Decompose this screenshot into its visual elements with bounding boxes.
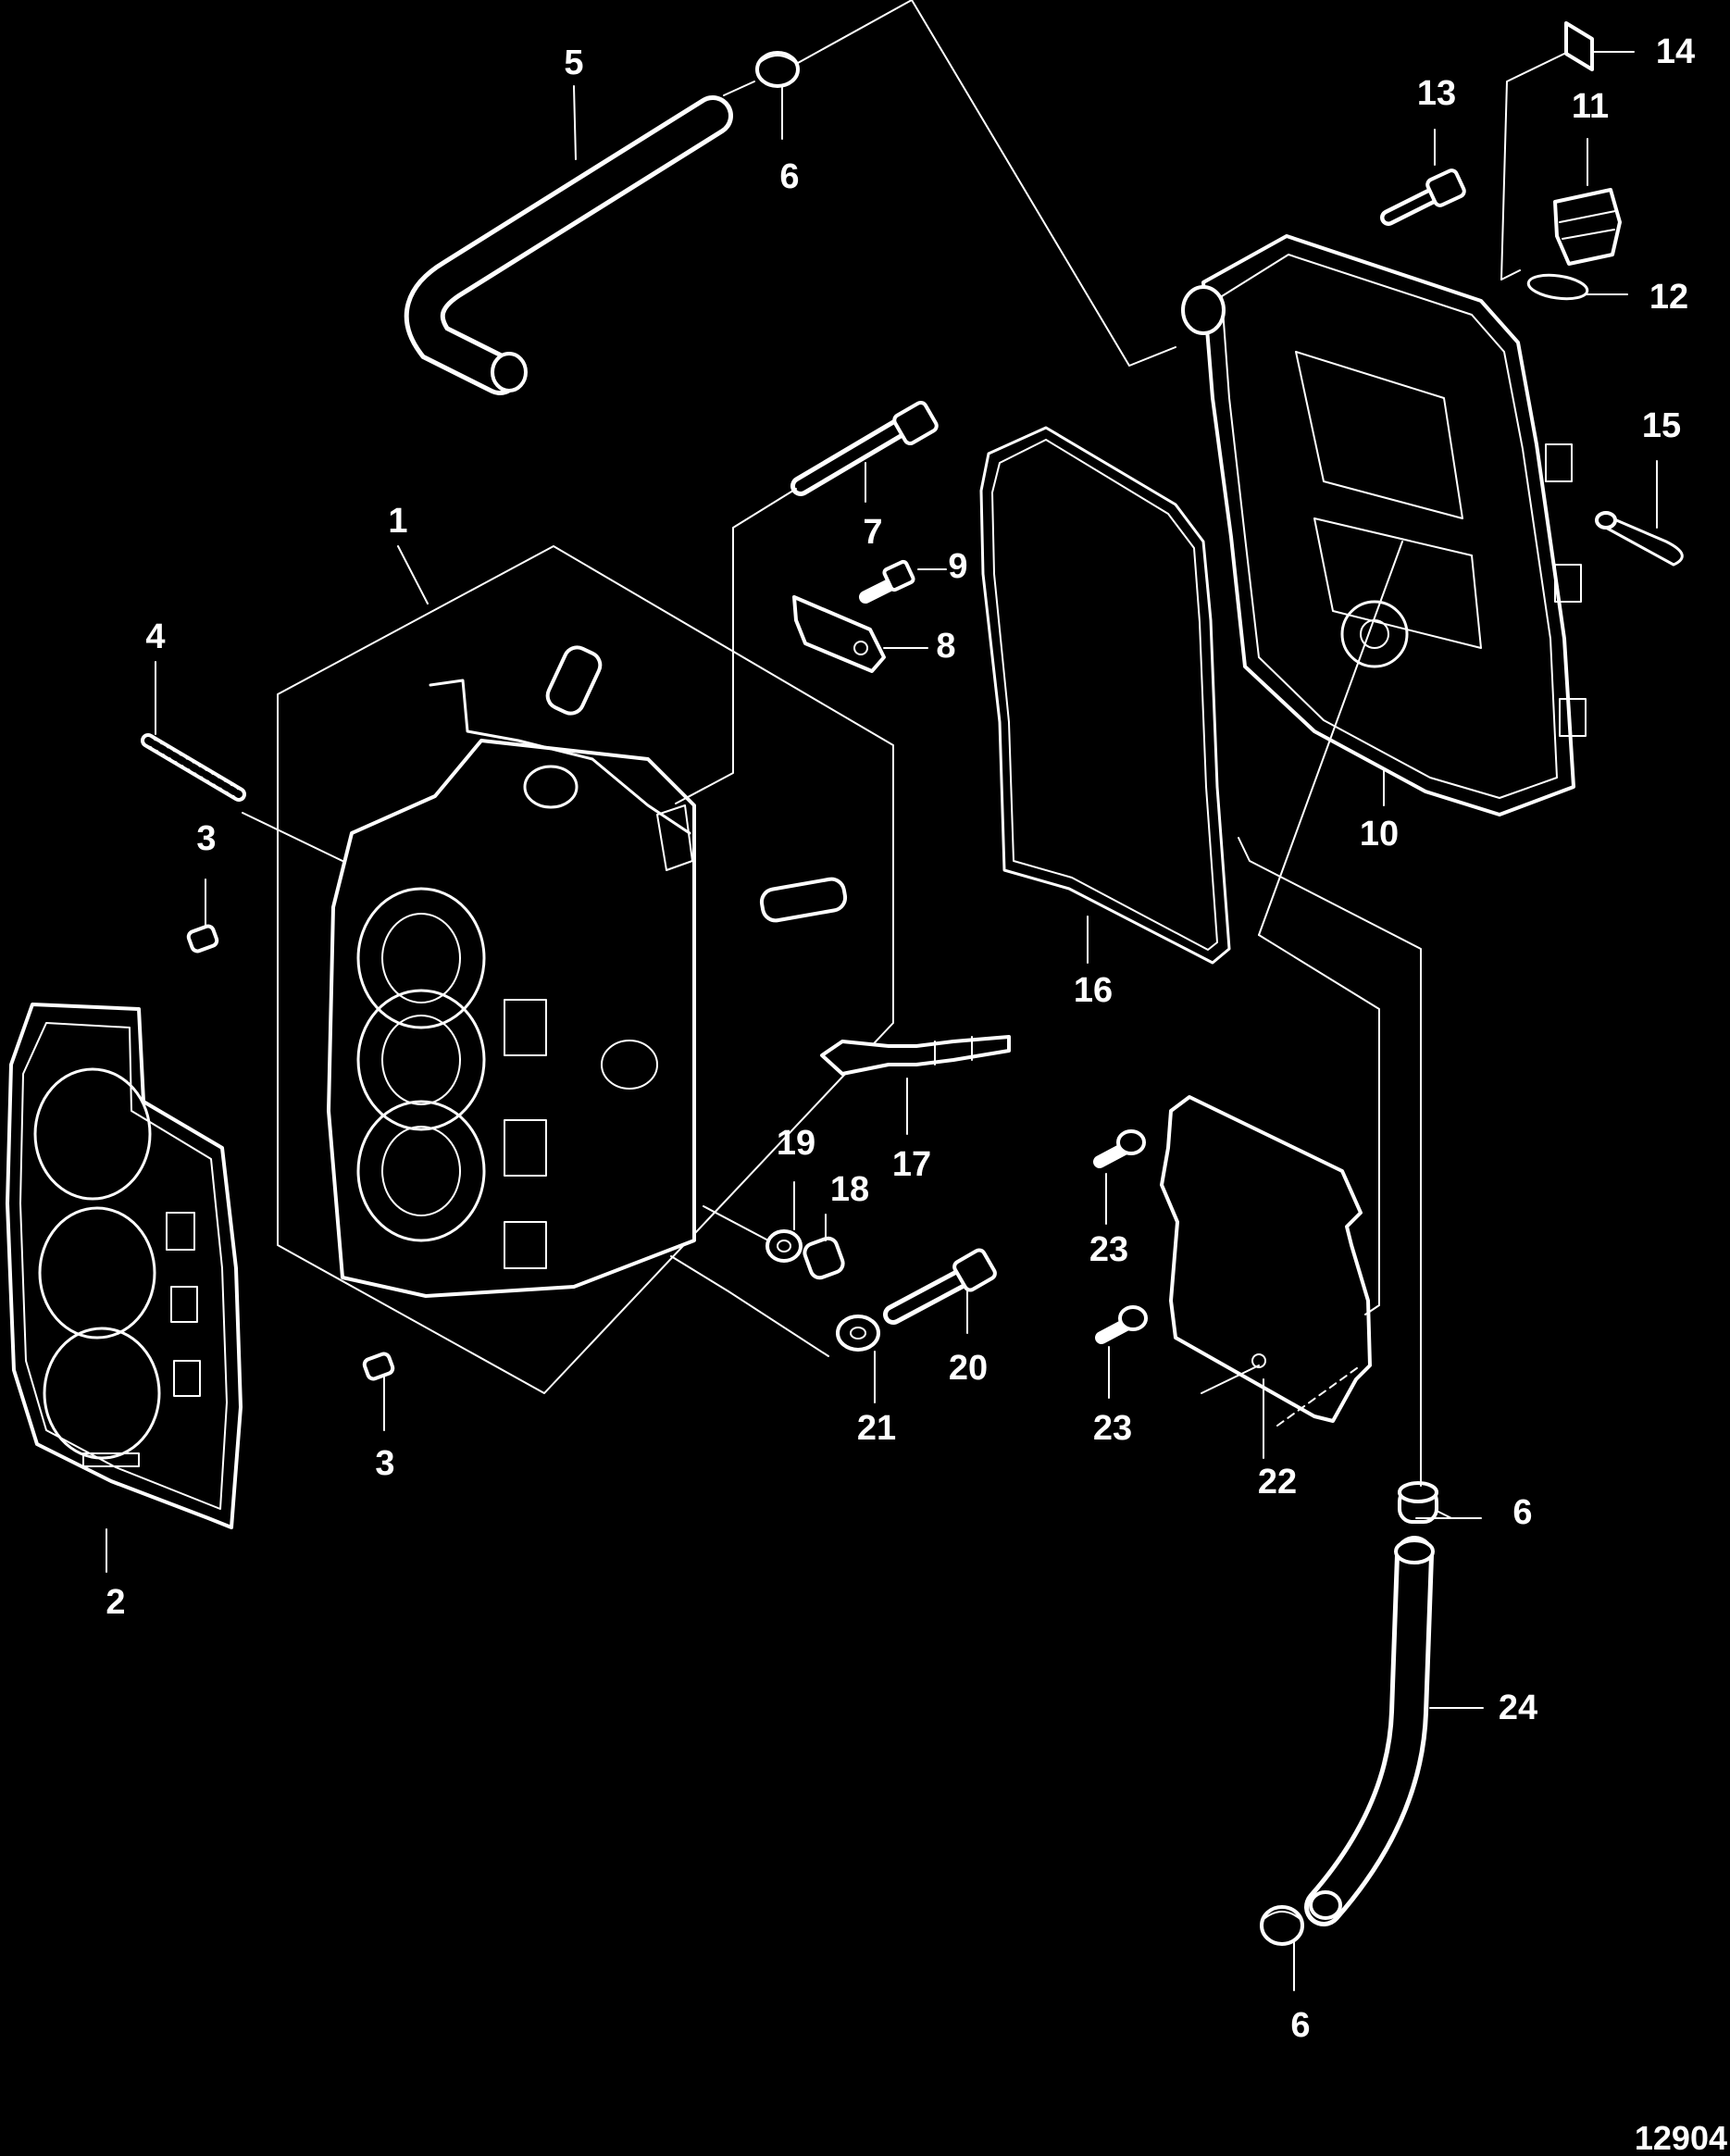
head-gasket-2: [6, 1003, 243, 1529]
callout-14: 14: [1656, 32, 1695, 71]
hose-clamp-6-top: [755, 51, 800, 88]
dowel-upper: [545, 645, 603, 716]
dowel-pin-3-lower: [362, 1352, 395, 1381]
callout-3-lower: 3: [375, 1444, 394, 1483]
callout-2: 2: [106, 1583, 125, 1622]
callout-13: 13: [1417, 74, 1456, 113]
callout-22: 22: [1258, 1463, 1297, 1502]
callout-9: 9: [948, 547, 967, 586]
callout-6-bottom: 6: [1290, 2006, 1310, 2045]
bolt-13: [1380, 168, 1466, 226]
callout-4: 4: [145, 617, 165, 656]
callout-12: 12: [1649, 278, 1688, 317]
callout-6-middle: 6: [1512, 1493, 1532, 1532]
callout-18: 18: [830, 1170, 869, 1209]
hose-5: [404, 95, 733, 395]
hose-clamp-6-bottom: [1260, 1905, 1304, 1946]
callout-15: 15: [1642, 406, 1681, 445]
plate-8: [792, 595, 886, 673]
washer-19: [765, 1229, 803, 1263]
assembly-lines: [242, 0, 1565, 1487]
screw-23-upper: [1093, 1129, 1146, 1168]
leader-lines: [106, 51, 1658, 1991]
cylinder-head-1: [277, 545, 894, 1394]
figure-reference-number: 12904: [1635, 2119, 1727, 2156]
callout-16: 16: [1074, 971, 1113, 1010]
callout-19: 19: [777, 1124, 815, 1163]
callout-labels: 1 2 3 3 4 5 6 6 6 7 8 9 10 11 12 13 14 1…: [106, 32, 1695, 2045]
cover-plate-22: [1160, 1095, 1372, 1427]
pin-15: [1595, 511, 1684, 567]
callout-1: 1: [388, 502, 407, 541]
cylinder-head-cover-10: [1181, 234, 1587, 816]
washer-21: [836, 1315, 880, 1352]
callout-11: 11: [1572, 87, 1609, 126]
callout-7: 7: [863, 513, 882, 552]
hose-clamp-6-middle: [1398, 1481, 1452, 1524]
callout-8: 8: [936, 627, 955, 666]
callout-10: 10: [1360, 815, 1399, 854]
decal-14: [1564, 21, 1594, 71]
callout-20: 20: [949, 1349, 988, 1388]
callout-24: 24: [1499, 1689, 1537, 1727]
hose-24: [1304, 1536, 1435, 1926]
dowel-pin-3-upper: [186, 924, 219, 953]
callout-21: 21: [857, 1409, 896, 1448]
callout-17: 17: [892, 1145, 931, 1184]
stud-4: [141, 733, 246, 802]
callout-5: 5: [564, 44, 583, 82]
callout-23-upper: 23: [1089, 1230, 1128, 1269]
o-ring-12: [1526, 273, 1589, 301]
bolt-7: [790, 400, 939, 496]
spark-plug-17: [820, 1035, 1011, 1076]
plug-18: [803, 1236, 845, 1280]
screw-23-lower: [1095, 1305, 1148, 1344]
callout-23-lower: 23: [1093, 1409, 1132, 1448]
callout-3-upper: 3: [196, 819, 216, 858]
screw-9: [859, 559, 915, 604]
callout-6-top: 6: [779, 157, 799, 196]
cover-gasket-16: [979, 426, 1231, 965]
bolt-20: [883, 1248, 997, 1325]
fill-plug-11: [1553, 188, 1622, 266]
dowel-side: [759, 877, 848, 923]
